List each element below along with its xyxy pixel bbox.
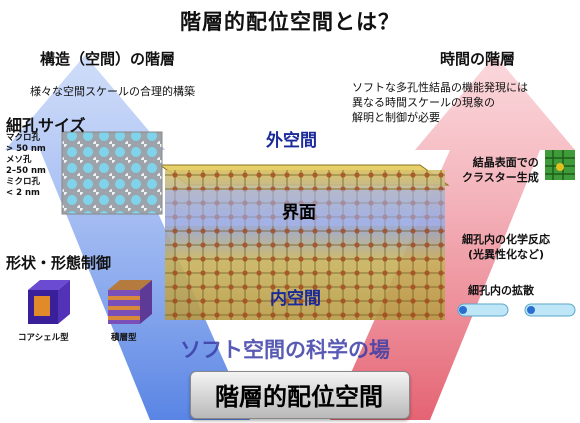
pore-size-list: マクロ孔 > 50 nm メソ孔 2–50 nm ミクロ孔 < 2 nm — [6, 133, 46, 199]
chemical-reaction-label: 細孔内の化学反応 (光異性化など) — [462, 233, 550, 261]
outer-space-label: 外空間 — [266, 131, 317, 151]
cluster-icon — [545, 150, 575, 180]
interface-label: 界面 — [282, 203, 316, 223]
shape-control-heading: 形状・形態制御 — [6, 254, 112, 272]
bottom-banner — [190, 371, 410, 419]
page-title: 階層的配位空間とは？ — [180, 10, 400, 34]
pore-size-heading: 細孔サイズ — [6, 116, 86, 135]
pore-size-name: メソ孔 — [6, 155, 32, 165]
structure-subtitle: 様々な空間スケールの合理的構築 — [30, 85, 195, 98]
pore-structure-image — [61, 131, 163, 215]
core-shell-label: コアシェル型 — [18, 333, 69, 343]
core-shell-cube — [28, 280, 70, 324]
time-hierarchy-heading: 時間の階層 — [440, 50, 516, 68]
soft-space-science-label: ソフト空間の科学の場 — [180, 338, 390, 362]
pore-size-range: 2–50 nm — [6, 166, 46, 176]
inner-space-label: 内空間 — [270, 289, 321, 309]
pore-size-range: > 50 nm — [6, 144, 46, 154]
bottom-banner-label: 階層的配位空間 — [215, 383, 383, 411]
pore-size-range: < 2 nm — [6, 188, 40, 198]
structure-hierarchy-heading: 構造（空間）の階層 — [40, 50, 176, 68]
time-hierarchy-arrow — [330, 55, 575, 420]
layered-cube — [108, 280, 152, 324]
interface-band — [165, 190, 445, 226]
pore-size-name: ミクロ孔 — [6, 177, 41, 187]
diffusion-tubes — [457, 303, 576, 317]
pore-size-name: マクロ孔 — [6, 133, 41, 143]
time-description: ソフトな多孔性結晶の機能発現には 異なる時間スケールの現象の 解明と制御が必要 — [352, 81, 528, 124]
layered-label: 積層型 — [111, 333, 137, 343]
diffusion-label: 細孔内の拡散 — [468, 284, 534, 297]
cluster-label: 結晶表面での クラスター生成 — [462, 156, 539, 184]
